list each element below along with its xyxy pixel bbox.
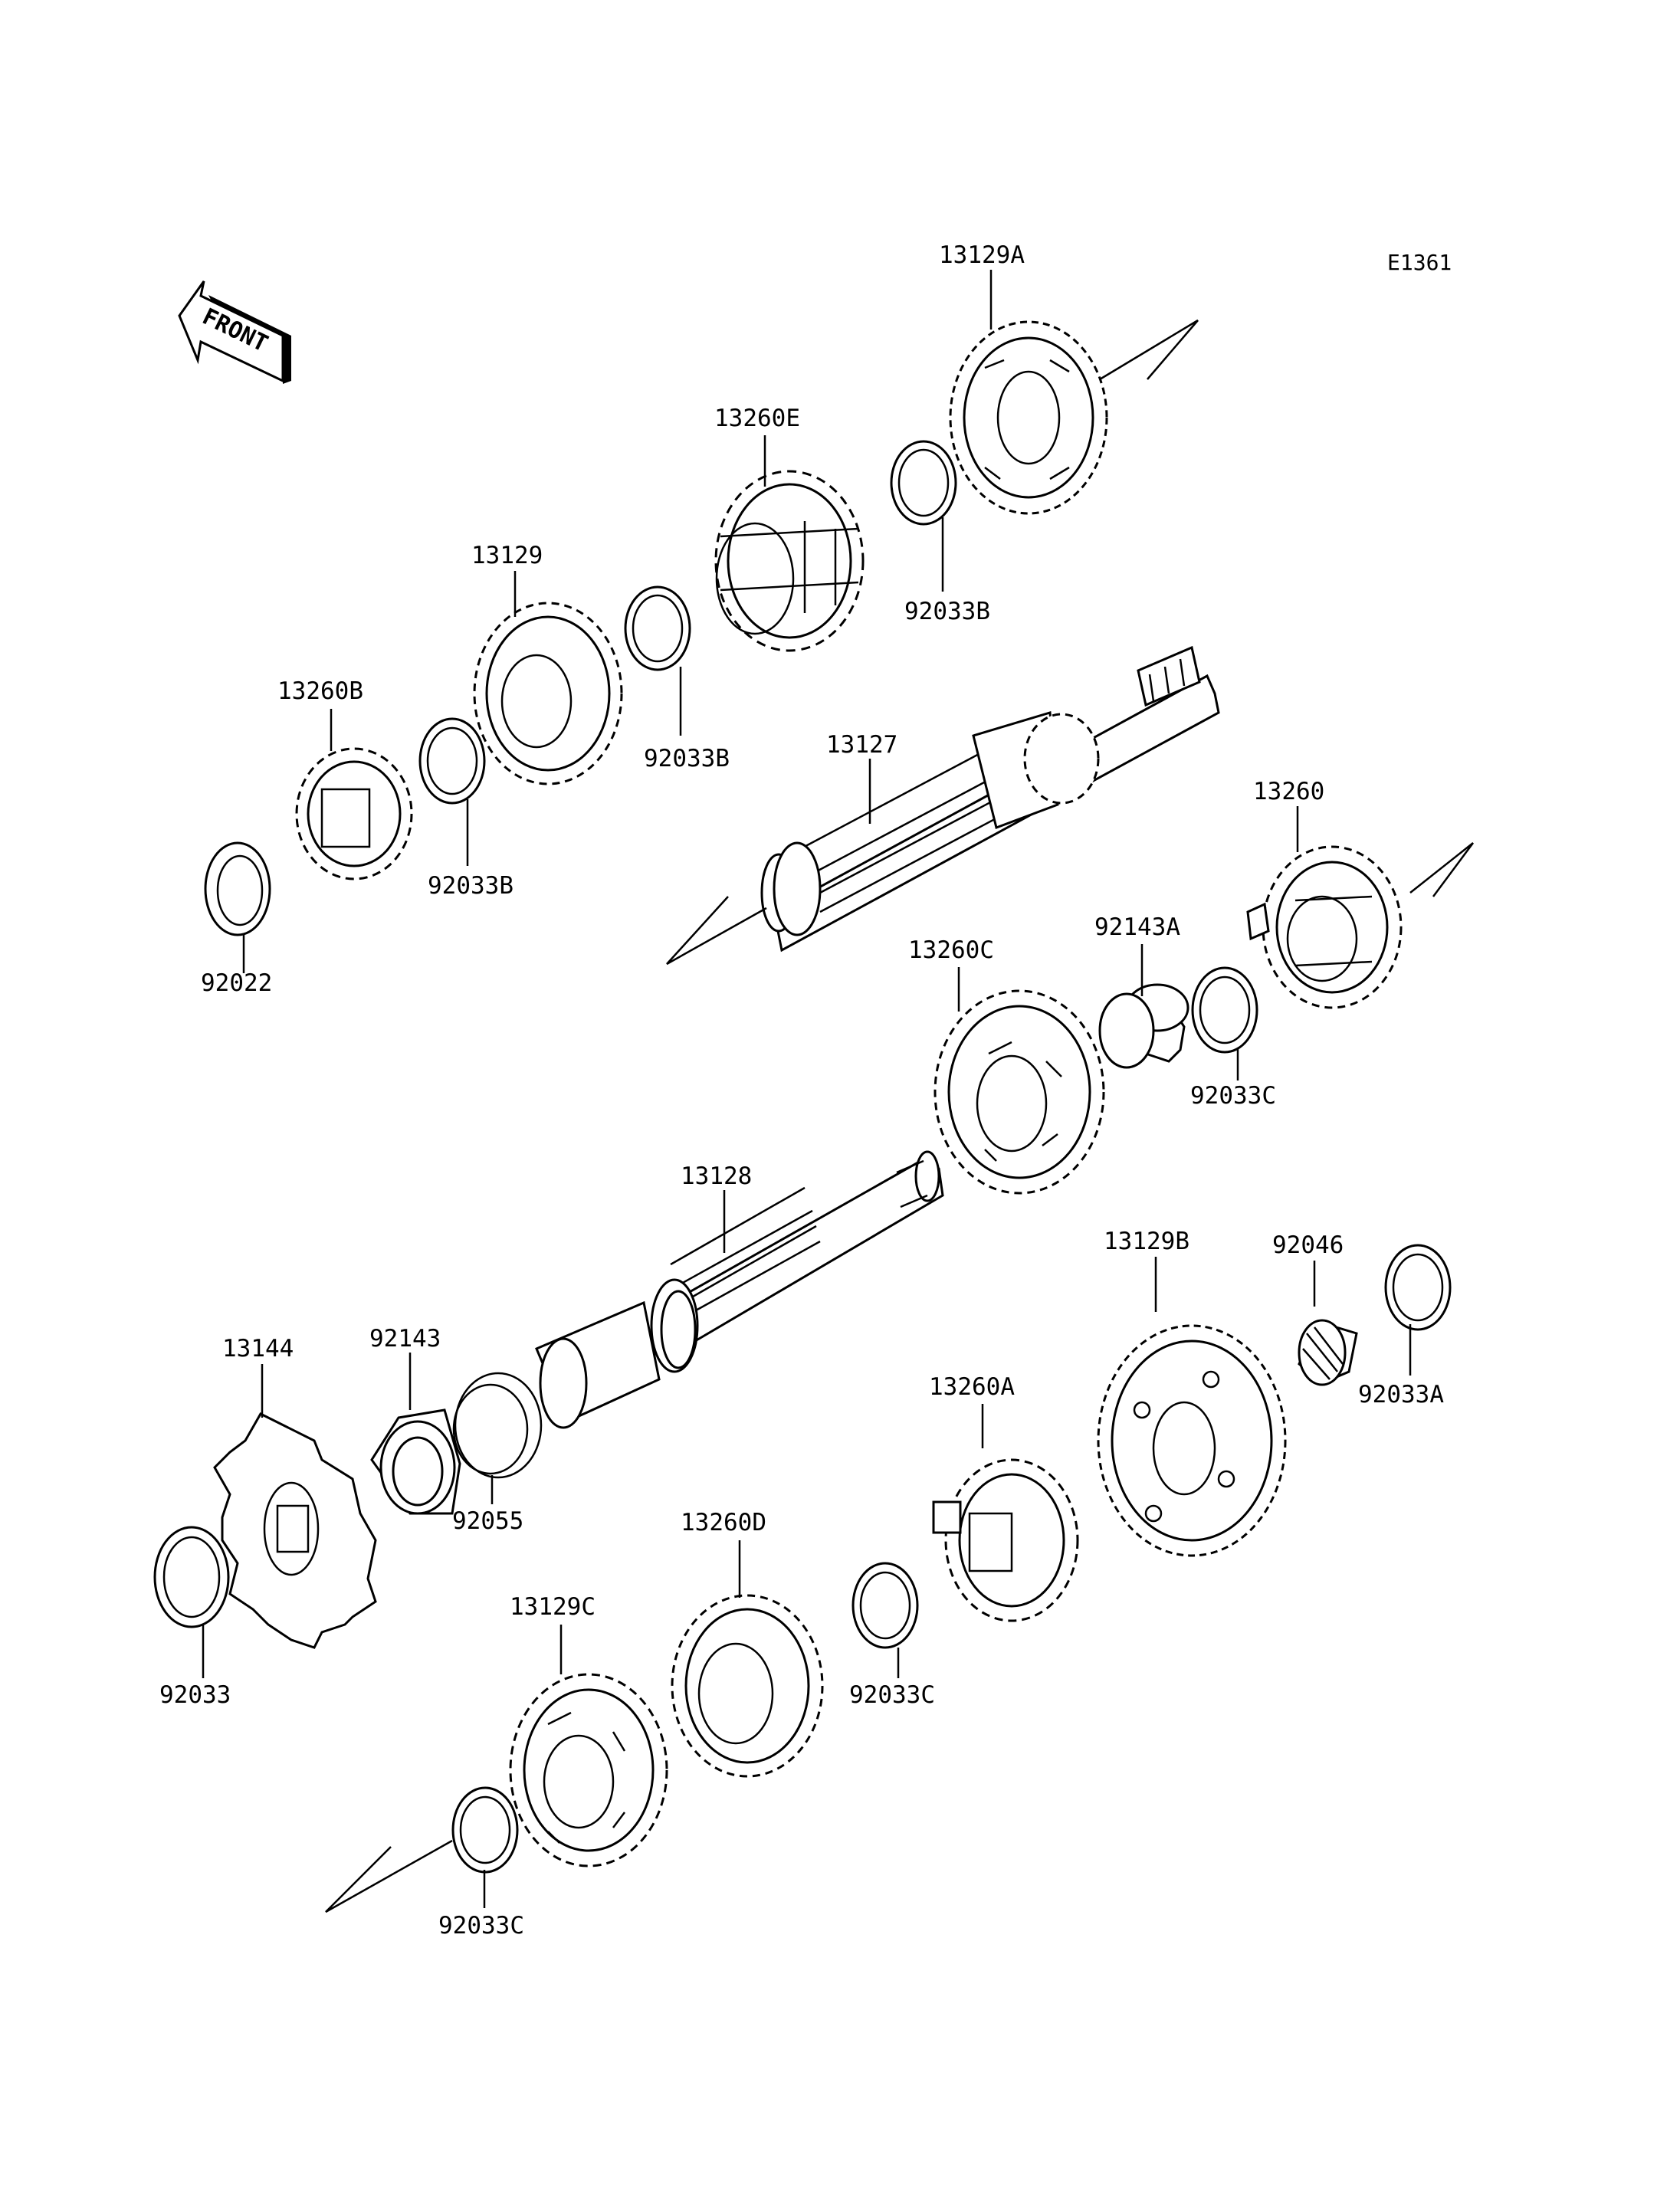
snap-ring-92033B [624,585,691,671]
part-label-13128: 13128 [681,1162,752,1190]
snap-ring-92033A [1384,1244,1452,1331]
part-label-92033B-middle: 92033B [644,745,730,772]
part-label-92033C-middle: 92033C [849,1681,935,1709]
part-label-92033C-upper: 92033C [1190,1082,1276,1110]
part-label-92055: 92055 [452,1507,523,1535]
shaft-13127 [760,645,1220,953]
gear-13260E [714,470,865,652]
part-label-92033B-left: 92033B [428,872,514,900]
part-label-92033: 92033 [159,1681,231,1709]
part-label-92143A: 92143A [1094,913,1180,941]
needle-bearing-92046 [1298,1319,1358,1386]
circlip-92055 [452,1372,543,1479]
snap-ring-92033C [851,1562,919,1649]
part-label-13129B: 13129B [1104,1228,1189,1255]
bushing-92143 [370,1408,461,1515]
part-label-13260: 13260 [1253,778,1324,805]
part-label-92033B-right: 92033B [904,598,990,625]
snap-ring-92033C [1191,966,1258,1054]
gear-13129C [509,1673,668,1867]
snap-ring-92033C [451,1786,519,1874]
part-label-13260B: 13260B [277,677,363,705]
part-label-13129C: 13129C [510,1593,596,1621]
axis-line [1095,319,1199,383]
diagram-code: E1361 [1387,250,1452,275]
gear-13129B [1097,1324,1287,1557]
part-label-92143: 92143 [369,1325,441,1353]
part-label-13260D: 13260D [681,1509,766,1536]
snap-ring-92033 [153,1526,230,1628]
front-arrow-icon: FRONT [178,280,291,384]
gear-13260B [295,747,413,880]
axis-line [666,896,767,966]
part-label-13129A: 13129A [939,241,1025,269]
part-label-13129: 13129 [471,542,543,569]
part-label-13144: 13144 [222,1335,294,1362]
snap-ring-92033B [890,440,957,526]
part-label-92046: 92046 [1272,1231,1344,1259]
part-label-13127: 13127 [826,731,897,759]
part-label-92033A: 92033A [1358,1381,1444,1408]
gear-13260C [934,989,1105,1195]
gear-13129A [949,320,1108,515]
part-label-92022: 92022 [201,969,272,997]
snap-ring-92033B [418,717,486,805]
bushing-92143A [1098,983,1189,1069]
sprocket-13144 [213,1412,377,1649]
gear-13260D [671,1594,824,1778]
axis-line [1409,842,1475,897]
part-label-13260A: 13260A [929,1373,1015,1401]
gear-13260 [1246,845,1403,1009]
shaft-13128 [535,1150,944,1429]
axis-line [325,1839,453,1913]
part-label-13260E: 13260E [714,405,800,432]
washer-92022 [204,841,271,936]
gear-13129 [473,602,623,785]
gear-13260A [932,1458,1079,1622]
part-label-92033C-bottom: 92033C [438,1912,524,1940]
part-label-13260C: 13260C [908,936,994,964]
